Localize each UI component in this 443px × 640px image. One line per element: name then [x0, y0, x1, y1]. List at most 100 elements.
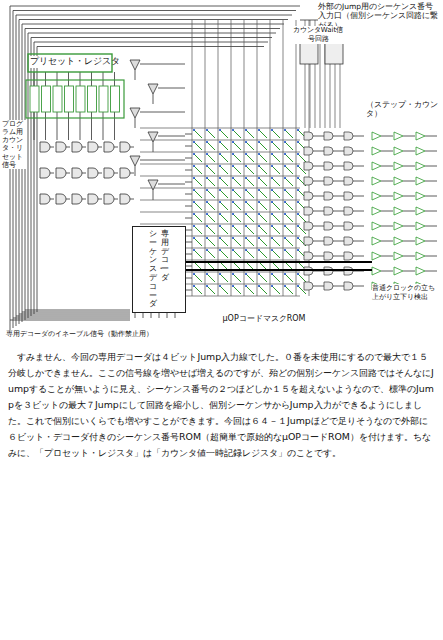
rom-dot [245, 249, 247, 251]
wire [194, 214, 202, 222]
rom-dot [258, 201, 260, 203]
wire [333, 256, 344, 257]
rom-dot [206, 153, 208, 155]
rom-dot [271, 129, 273, 131]
wire [272, 142, 280, 150]
buffer-symbol [372, 267, 381, 275]
logic-gate [88, 168, 98, 178]
wire [285, 178, 293, 186]
rom-dot [258, 285, 260, 287]
rom-dot [245, 141, 247, 143]
wire [246, 130, 254, 138]
rom-dot [193, 285, 195, 287]
wire [22, 24, 23, 322]
wire [259, 214, 267, 222]
wire [207, 262, 215, 270]
logic-gate [72, 194, 82, 204]
logic-gate [56, 194, 66, 204]
wire [114, 72, 115, 86]
wire [220, 214, 228, 222]
wire [13, 318, 130, 319]
node-text: プリセット・レジスタ [30, 56, 120, 66]
wire [153, 190, 154, 200]
wire [425, 271, 437, 272]
rom-dot [219, 201, 221, 203]
rom-dot [284, 201, 286, 203]
wire [207, 238, 215, 246]
wire [425, 151, 437, 152]
rom-dot [193, 141, 195, 143]
rom-dot [219, 225, 221, 227]
wire [66, 173, 70, 174]
wire [207, 130, 215, 138]
wire [19, 19, 288, 20]
annotation-label: カウンタWait信号回路 [292, 26, 344, 44]
rom-dot [219, 285, 221, 287]
wire [259, 190, 267, 198]
logic-gate [56, 142, 66, 152]
wire [34, 42, 268, 43]
wire [313, 241, 324, 242]
wire [80, 112, 81, 140]
wire [220, 274, 228, 282]
rom-dot [271, 153, 273, 155]
logic-gate [304, 192, 313, 200]
wire [425, 241, 437, 242]
rom-dot [245, 273, 247, 275]
rom-dot [232, 237, 234, 239]
buffer-symbol [394, 132, 403, 140]
wire [220, 238, 228, 246]
rom-dot [232, 213, 234, 215]
wire [220, 286, 228, 294]
logic-gate [130, 108, 140, 118]
wire [285, 154, 293, 162]
rom-dot [232, 189, 234, 191]
wire [403, 241, 415, 242]
logic-gate [324, 192, 333, 200]
wire [135, 166, 136, 176]
rom-dot [271, 285, 273, 287]
wire [114, 147, 118, 148]
wire [194, 274, 202, 282]
logic-gate [72, 142, 82, 152]
rom-dot [206, 249, 208, 251]
logic-gate [324, 162, 333, 170]
wire [194, 238, 202, 246]
wire [259, 178, 267, 186]
wire [285, 142, 293, 150]
logic-gate [344, 147, 353, 155]
rom-dot [271, 141, 273, 143]
rom-dot [271, 273, 273, 275]
wire [37, 46, 264, 47]
logic-gate [304, 252, 313, 260]
wire [194, 262, 202, 270]
rom-dot [258, 141, 260, 143]
logic-gate [104, 142, 114, 152]
wire [130, 173, 134, 174]
rom-dot [206, 129, 208, 131]
wire [425, 256, 437, 257]
buffer-symbol [372, 207, 381, 215]
wire [272, 238, 280, 246]
rom-dot [258, 249, 260, 251]
wire [185, 194, 192, 195]
wire [403, 211, 415, 212]
wire [207, 250, 215, 258]
wire [220, 166, 228, 174]
buffer-symbol [416, 267, 425, 275]
logic-gate [344, 162, 353, 170]
wire [246, 286, 254, 294]
wire [246, 166, 254, 174]
wire [381, 226, 393, 227]
rom-dot [258, 225, 260, 227]
wire [425, 196, 437, 197]
node-text: シーケンス・デコーダ [149, 230, 157, 309]
wire [233, 226, 241, 234]
logic-gate [304, 237, 313, 245]
rom-dot [297, 165, 299, 167]
rom-dot [284, 165, 286, 167]
wire [259, 274, 267, 282]
wire [285, 262, 293, 270]
wire [153, 94, 154, 104]
buffer-symbol [394, 207, 403, 215]
